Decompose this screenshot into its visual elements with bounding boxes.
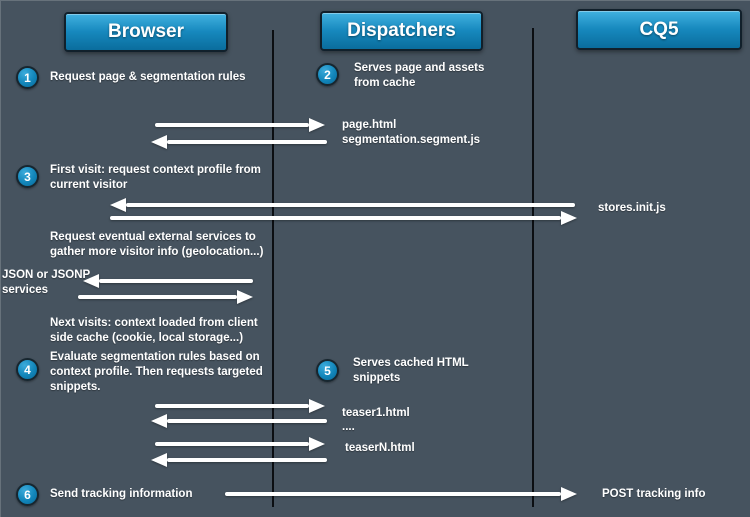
arrow-teaserN-request	[155, 437, 325, 451]
step-4-text: Evaluate segmentation rules based on con…	[50, 351, 263, 393]
step-5-badge: 5	[316, 359, 339, 382]
separator-line-browser-dispatchers	[272, 30, 274, 507]
message-page-assets: page.html segmentation.segment.js	[342, 119, 481, 146]
arrow-teaserN-response	[151, 453, 327, 467]
arrow-json-request	[78, 290, 253, 304]
step-1-text: Request page & segmentation rules	[50, 71, 246, 83]
arrow-context-request	[110, 211, 577, 225]
step-6-text: Send tracking information	[50, 488, 193, 500]
arrow-page-request	[155, 118, 325, 132]
step-1-badge: 1	[16, 66, 39, 89]
column-header-cq5-label: CQ5	[639, 18, 679, 40]
message-teaserN: teaserN.html	[345, 442, 415, 454]
step-3-badge: 3	[16, 165, 39, 188]
column-header-dispatchers: Dispatchers	[320, 11, 483, 51]
message-teaser1: teaser1.html	[342, 407, 410, 419]
step-3-text: First visit: request context profile fro…	[50, 164, 261, 191]
arrow-teaser1-request	[155, 399, 325, 413]
arrow-tracking	[225, 487, 577, 501]
step-6-badge: 6	[16, 483, 39, 506]
arrow-teaser1-response	[151, 414, 327, 428]
separator-line-dispatchers-cq5	[532, 28, 534, 507]
arrow-stores-response	[110, 198, 575, 212]
note-json-services: JSON or JSONP services	[2, 269, 91, 296]
step-4-badge: 4	[16, 358, 39, 381]
arrow-page-response	[151, 135, 327, 149]
column-header-browser-label: Browser	[107, 21, 185, 42]
column-header-cq5: CQ5	[576, 9, 742, 50]
message-post-tracking: POST tracking info	[602, 488, 706, 500]
column-header-browser: Browser	[64, 12, 228, 52]
step-2-badge: 2	[316, 63, 339, 86]
message-dots: ....	[342, 421, 355, 433]
step-5-text: Serves cached HTML snippets	[353, 357, 469, 384]
note-external-services: Request eventual external services to ga…	[50, 231, 264, 258]
step-2-text: Serves page and assets from cache	[354, 62, 485, 89]
arrow-json-response	[83, 274, 253, 288]
column-header-dispatchers-label: Dispatchers	[347, 20, 456, 41]
message-stores: stores.init.js	[598, 202, 666, 214]
note-next-visits: Next visits: context loaded from client …	[50, 317, 258, 344]
